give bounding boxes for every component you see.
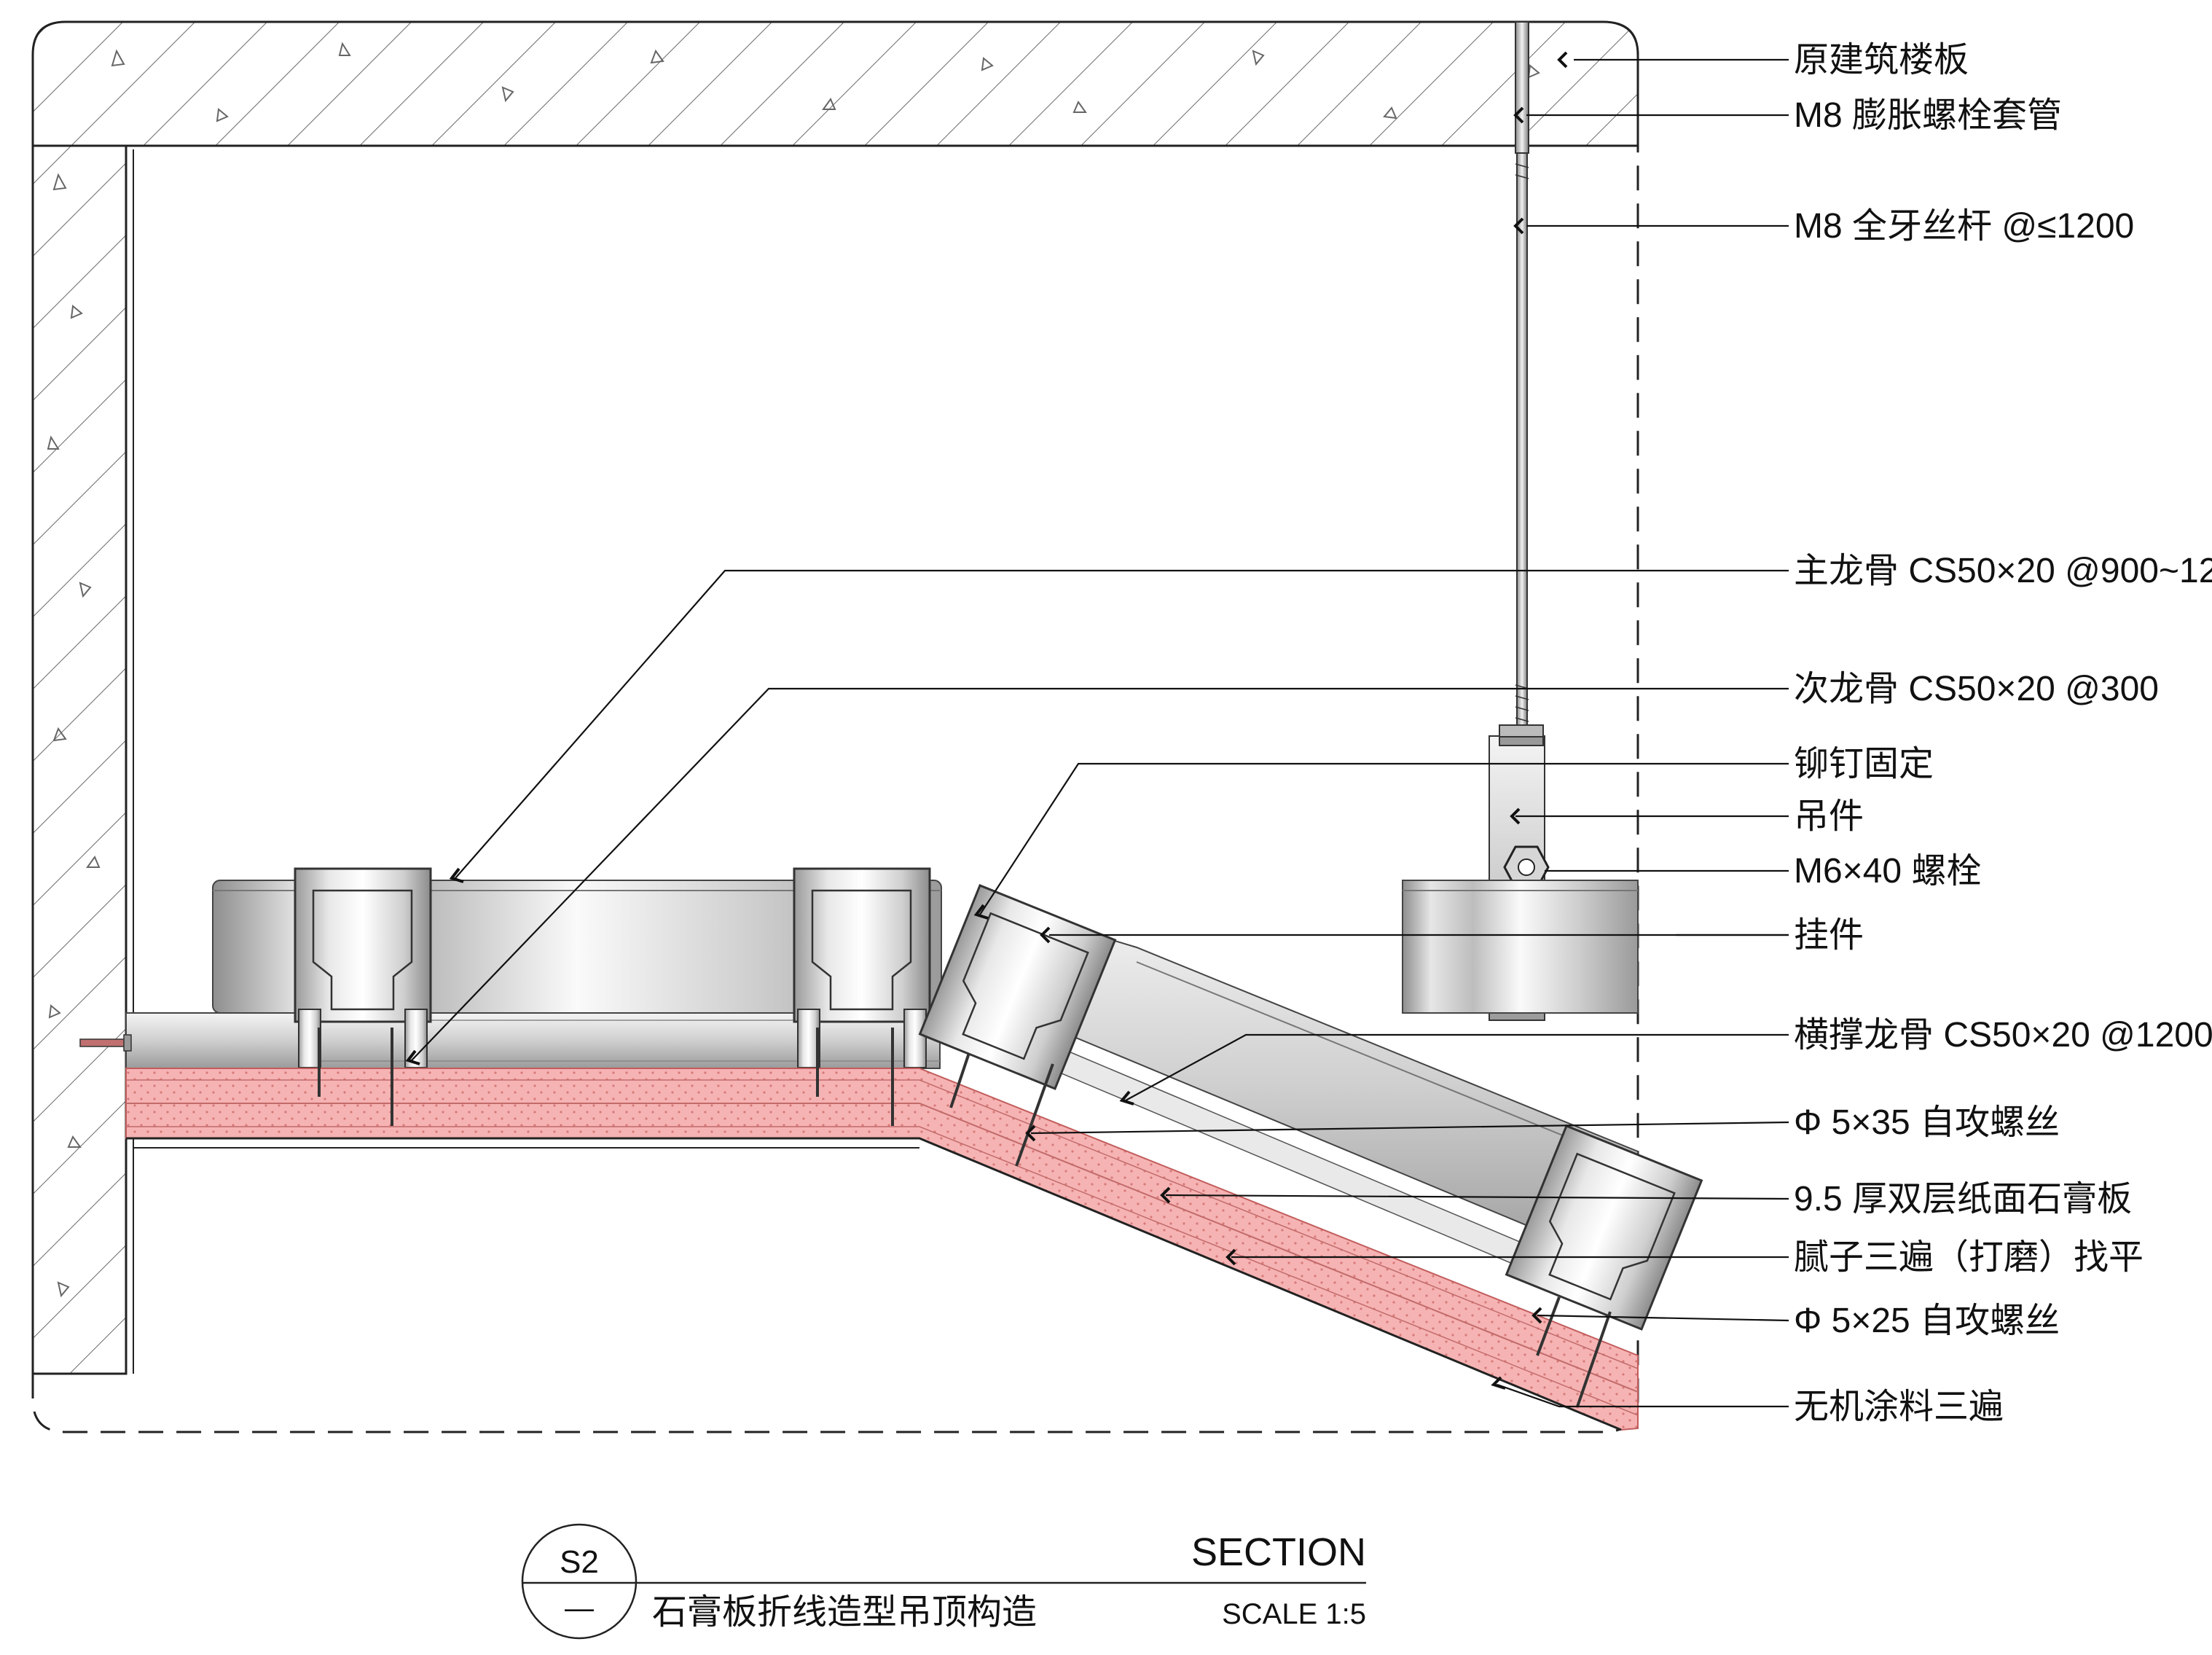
side-wall [31,144,128,1375]
drawing-scale: SCALE 1:5 [1222,1598,1366,1630]
c-channel-sloped-2 [1505,1124,1703,1331]
callout-labels: 原建筑楼板 M8 膨胀螺栓套管 M8 全牙丝杆 @≤1200 主龙骨 CS50×… [1794,41,2212,1426]
label-screw-25: Φ 5×25 自攻螺丝 [1794,1302,2060,1340]
section-code: S2 [560,1544,599,1580]
concrete-structure [31,20,1639,1375]
c-channel-sloped-1 [918,884,1117,1090]
edge-trim [125,1012,302,1069]
label-clip: 挂件 [1794,916,1864,955]
label-m6-bolt: M6×40 螺栓 [1794,852,1981,891]
drawing-title: 石膏板折线造型吊顶构造 [652,1593,1037,1632]
label-gypsum: 9.5 厚双层纸面石膏板 [1794,1180,2132,1218]
hanger-assembly [1489,21,1550,1021]
section-marker [521,1523,638,1640]
label-slab: 原建筑楼板 [1794,41,1969,79]
label-putty: 腻子三遍（打磨）找平 [1794,1238,2144,1277]
label-brace-keel: 横撑龙骨 CS50×20 @1200 [1794,1016,2212,1055]
label-main-keel: 主龙骨 CS50×20 @900~1200 [1794,552,2212,590]
self-tapping-screws [318,1028,1612,1407]
drawing-type: SECTION [1191,1530,1366,1574]
label-rod: M8 全牙丝杆 @≤1200 [1794,207,2134,246]
floor-slab [31,20,1639,147]
sloped-keel-band [960,899,1639,1273]
leader-ticks [405,51,1568,1390]
expansion-sleeve [1515,21,1529,154]
label-screw-35: Φ 5×35 自攻螺丝 [1794,1103,2060,1142]
leader-lines [411,58,1789,1408]
label-coating: 无机涂料三遍 [1794,1388,2004,1426]
label-rivet: 铆钉固定 [1794,745,1934,783]
label-hanger: 吊件 [1794,797,1864,836]
label-sub-keel: 次龙骨 CS50×20 @300 [1794,670,2159,708]
c-channel-2 [793,867,931,1068]
label-sleeve: M8 膨胀螺栓套管 [1794,96,2062,135]
wall-anchor [79,1034,132,1052]
section-sub-code: — [565,1592,594,1624]
c-channel-1 [294,867,432,1068]
detail-boundary [31,20,1639,1433]
title-block: S2 — 石膏板折线造型吊顶构造 SECTION SCALE 1:5 [521,1523,1366,1640]
c-channel-profiles [294,867,1703,1331]
